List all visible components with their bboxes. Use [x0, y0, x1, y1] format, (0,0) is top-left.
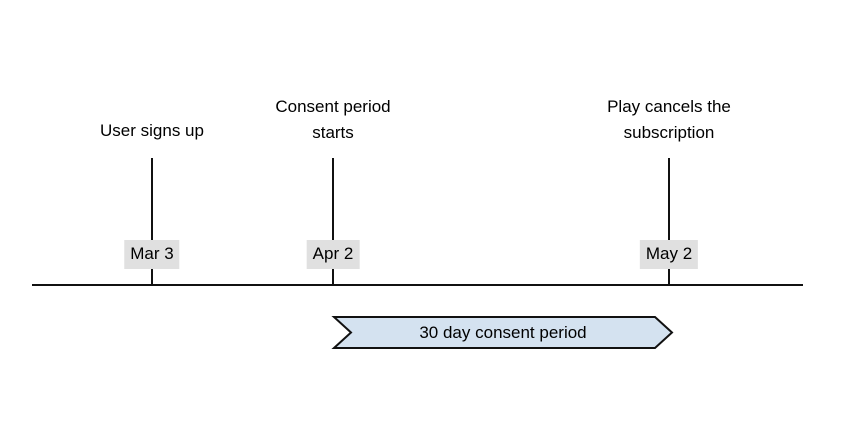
chevron-arrow-icon	[331, 316, 674, 349]
event-tick-line	[332, 158, 334, 285]
event-date-chip: May 2	[639, 240, 699, 269]
event-date-chip: Mar 3	[124, 240, 180, 269]
event-tick-line	[668, 158, 670, 285]
event-date-chip: Apr 2	[306, 240, 360, 269]
timeline-axis	[32, 284, 803, 286]
event-tick-line	[151, 158, 153, 285]
event-caption: User signs up	[100, 121, 204, 140]
event-caption: Consent period starts	[275, 97, 391, 142]
consent-period-banner: 30 day consent period	[331, 316, 674, 349]
event-caption: Play cancels the subscription	[607, 97, 731, 142]
